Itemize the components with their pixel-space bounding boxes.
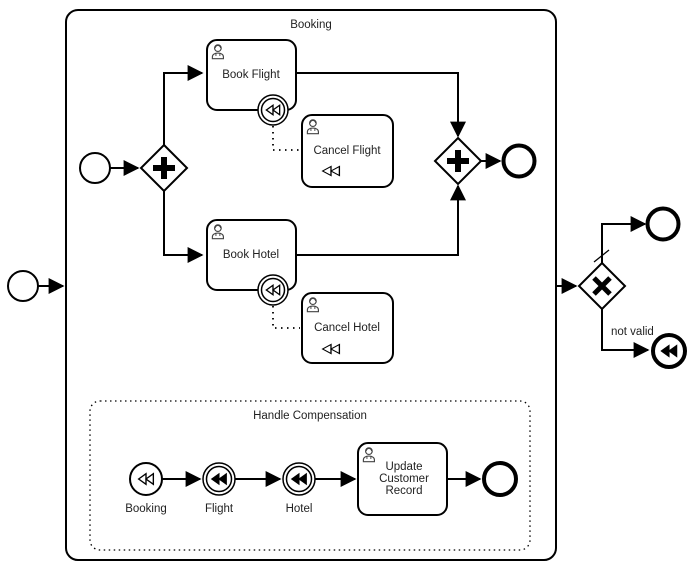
compensation-start-event-booking[interactable]: Booking: [125, 462, 167, 515]
sequence-flow-to-book-flight: [163, 65, 204, 145]
parallel-plus-icon: [153, 157, 175, 179]
compensation-throw-event-flight[interactable]: Flight: [202, 462, 236, 515]
task-cancel-flight[interactable]: Cancel Flight: [301, 114, 394, 188]
event-subprocess-label: Handle Compensation: [253, 410, 367, 422]
task-update-label-line3: Record: [385, 485, 422, 497]
sequence-flow-valid: [601, 216, 647, 263]
boundary-compensation-event-hotel[interactable]: [257, 274, 289, 306]
default-flow-slash-icon: [593, 249, 610, 263]
compensation-throw-event-hotel-label: Hotel: [286, 503, 313, 515]
task-update-label-line2: Customer: [379, 473, 429, 485]
compensation-throw-event-flight-label: Flight: [205, 503, 234, 515]
end-event-handle-compensation[interactable]: [482, 461, 518, 497]
task-cancel-flight-label: Cancel Flight: [313, 145, 381, 157]
exclusive-gateway-valid[interactable]: [577, 261, 627, 311]
flow-not-valid-label: not valid: [611, 326, 654, 338]
compensation-start-event-label: Booking: [125, 503, 167, 515]
task-book-flight[interactable]: Book Flight: [206, 39, 297, 111]
end-event-booking[interactable]: [501, 143, 537, 179]
compensation-end-event[interactable]: [651, 333, 687, 369]
parallel-gateway-split[interactable]: [139, 143, 189, 193]
parallel-gateway-join[interactable]: [433, 136, 483, 186]
parallel-plus-icon: [447, 150, 469, 172]
association-hotel-compensation: [272, 306, 300, 329]
compensation-throw-event-hotel[interactable]: Hotel: [282, 462, 316, 515]
association-flight-compensation: [272, 126, 300, 151]
event-subprocess-handle-compensation[interactable]: Handle Compensation: [89, 400, 531, 551]
task-book-flight-label: Book Flight: [222, 69, 280, 81]
task-update-customer-record[interactable]: Update Customer Record: [357, 442, 448, 516]
sequence-flow-book-flight-to-join: [296, 72, 466, 138]
exclusive-x-icon: [592, 276, 612, 296]
boundary-compensation-event-flight[interactable]: [257, 94, 289, 126]
task-book-hotel-label: Book Hotel: [223, 249, 279, 261]
task-book-hotel[interactable]: Book Hotel: [206, 219, 297, 291]
sequence-flow-to-book-hotel: [163, 191, 204, 263]
sequence-flow-not-valid: [601, 309, 650, 358]
start-event-main[interactable]: [7, 270, 39, 302]
sequence-flow-book-hotel-to-join: [296, 184, 466, 256]
subprocess-booking-label: Booking: [290, 19, 332, 31]
end-event-valid[interactable]: [645, 206, 681, 242]
task-update-label-line1: Update: [385, 461, 422, 473]
task-cancel-hotel-label: Cancel Hotel: [314, 322, 380, 334]
start-event-booking[interactable]: [79, 152, 111, 184]
task-cancel-hotel[interactable]: Cancel Hotel: [301, 292, 394, 364]
